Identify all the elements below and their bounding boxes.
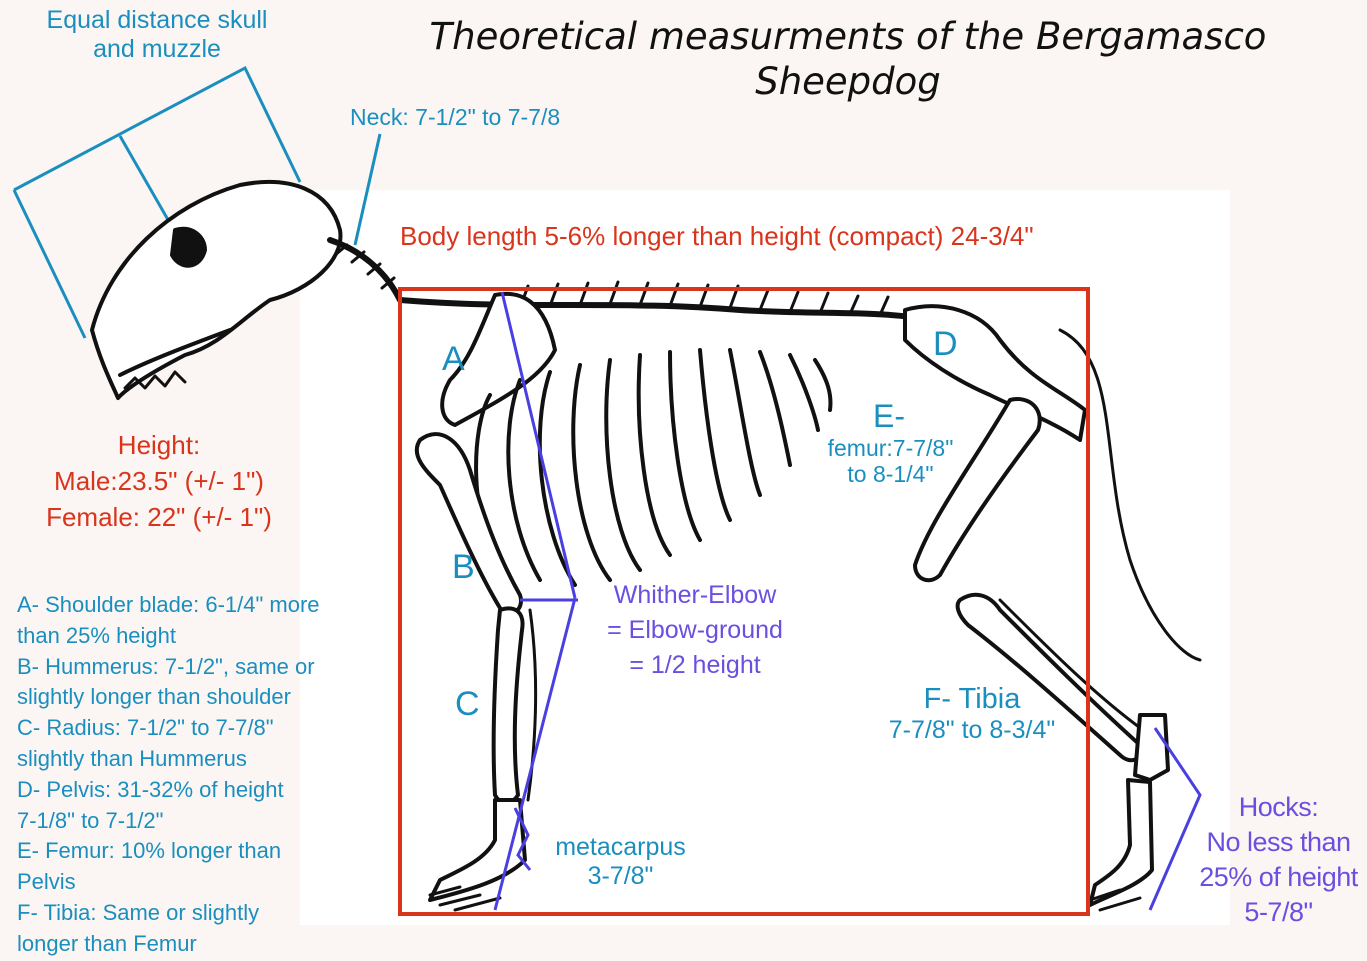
title-line-2: Sheepdog (368, 59, 1328, 104)
height-male: Male:23.5" (+/- 1") (14, 464, 304, 500)
legend-line: E- Femur: 10% longer than (17, 836, 320, 867)
elbow-line-3: = 1/2 height (580, 648, 810, 683)
height-note: Height: Male:23.5" (+/- 1") Female: 22" … (14, 428, 304, 536)
legend-line: D- Pelvis: 31-32% of height (17, 775, 320, 806)
elbow-line-1: Whither-Elbow (580, 578, 810, 613)
metacarpus-note: metacarpus 3-7/8" (538, 833, 703, 891)
legend-line: C- Radius: 7-1/2" to 7-7/8" (17, 713, 320, 744)
hocks-note: Hocks: No less than 25% of height 5-7/8" (1190, 790, 1367, 930)
hind-hock (1135, 715, 1168, 780)
bone-letter-c: C (455, 685, 480, 724)
hocks-line-2: No less than (1190, 825, 1367, 860)
tibia-line-1: F- Tibia (862, 683, 1082, 716)
metacarpus-line-2: 3-7/8" (538, 862, 703, 891)
bone-letter-b: B (452, 548, 475, 587)
skull-note-line-1: Equal distance skull (12, 6, 302, 35)
bone-letter-d: D (933, 325, 958, 364)
bone-legend: A- Shoulder blade: 6-1/4" more than 25% … (17, 590, 320, 960)
femur-letter: E- (803, 398, 978, 435)
elbow-line-2: = Elbow-ground (580, 613, 810, 648)
femur-line-2: to 8-1/4" (803, 461, 978, 487)
title-line-1: Theoretical measurments of the Bergamasc… (368, 14, 1328, 59)
elbow-note: Whither-Elbow = Elbow-ground = 1/2 heigh… (580, 578, 810, 683)
hocks-line-1: Hocks: (1190, 790, 1367, 825)
hocks-line-4: 5-7/8" (1190, 895, 1367, 930)
height-heading: Height: (14, 428, 304, 464)
page-title: Theoretical measurments of the Bergamasc… (368, 14, 1328, 104)
height-female: Female: 22" (+/- 1") (14, 500, 304, 536)
body-length-note: Body length 5-6% longer than height (com… (400, 222, 1034, 252)
legend-line: 7-1/8" to 7-1/2" (17, 806, 320, 837)
tibia-line-2: 7-7/8" to 8-3/4" (862, 716, 1082, 745)
skull-note-line-2: and muzzle (12, 35, 302, 64)
legend-line: slightly than Hummerus (17, 744, 320, 775)
legend-line: Pelvis (17, 867, 320, 898)
bone-letter-a: A (442, 340, 465, 379)
femur-line-1: femur:7-7/8" (803, 435, 978, 461)
legend-line: A- Shoulder blade: 6-1/4" more (17, 590, 320, 621)
legend-line: than 25% height (17, 621, 320, 652)
tibia-note: F- Tibia 7-7/8" to 8-3/4" (862, 683, 1082, 745)
neck-note: Neck: 7-1/2" to 7-7/8 (350, 104, 560, 130)
femur-note: E- femur:7-7/8" to 8-1/4" (803, 398, 978, 488)
legend-line: F- Tibia: Same or slightly (17, 898, 320, 929)
hocks-line-3: 25% of height (1190, 860, 1367, 895)
legend-line: B- Hummerus: 7-1/2", same or (17, 652, 320, 683)
legend-line: slightly longer than shoulder (17, 682, 320, 713)
skull-note: Equal distance skull and muzzle (12, 6, 302, 64)
metacarpus-line-1: metacarpus (538, 833, 703, 862)
legend-line: longer than Femur (17, 929, 320, 960)
